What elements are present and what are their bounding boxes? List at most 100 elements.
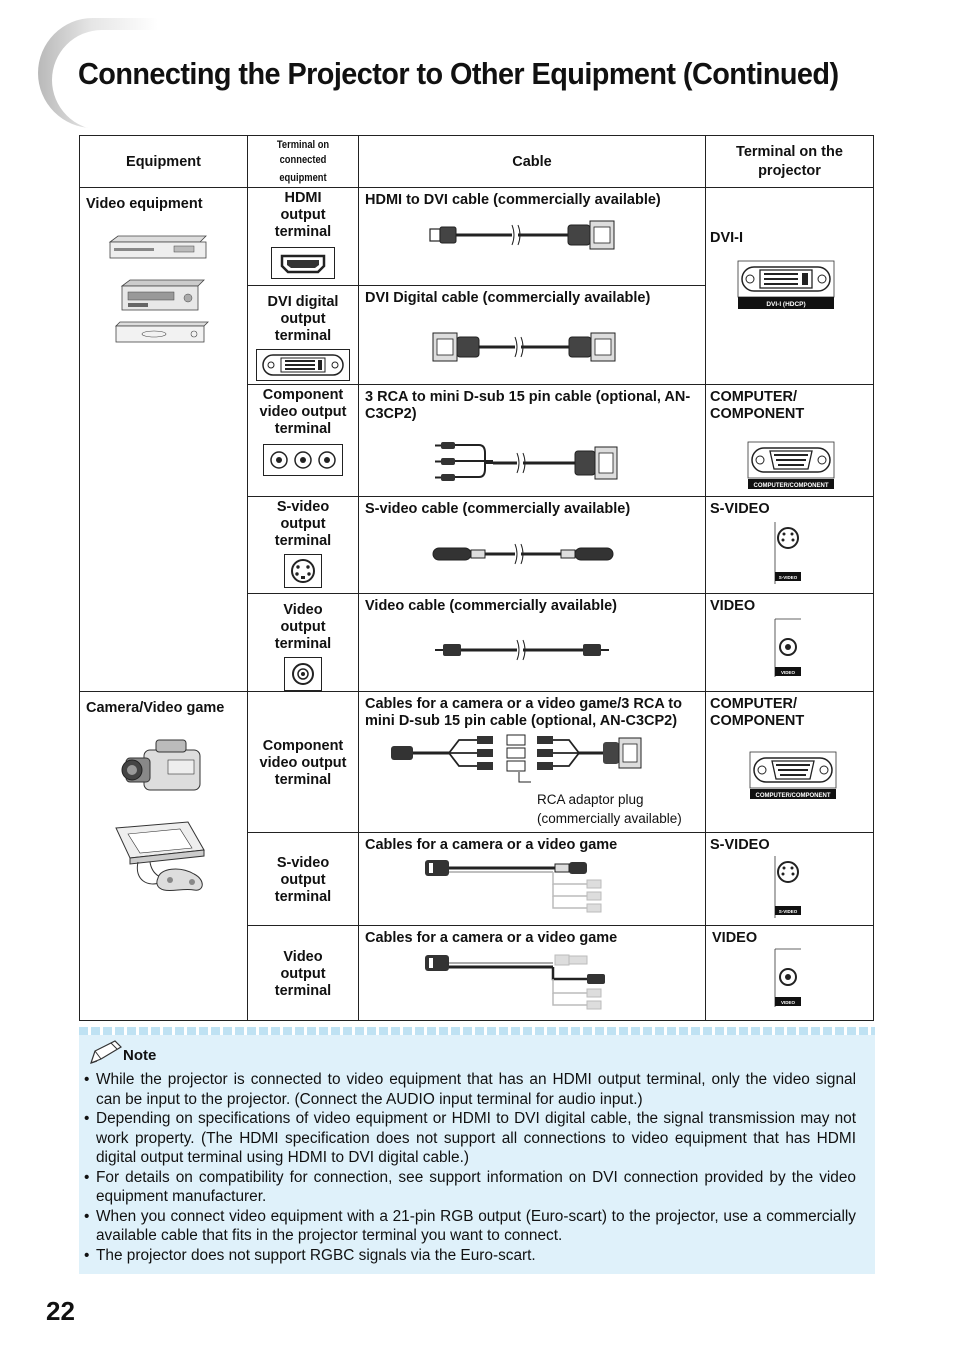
svg-text:S-VIDEO: S-VIDEO bbox=[779, 575, 798, 580]
projector-terminal-label: VIDEO bbox=[712, 930, 758, 946]
hdmi-to-dvi-cable-icon bbox=[429, 220, 615, 250]
projector-camera-video-cell: VIDEO VIDEO bbox=[705, 925, 874, 1021]
note-border-pattern bbox=[79, 1027, 875, 1035]
svg-text:S-VIDEO: S-VIDEO bbox=[779, 909, 798, 914]
camera-svideo-cable-icon bbox=[425, 860, 602, 913]
header-cable: Cable bbox=[358, 135, 706, 188]
cable-camera-video-cell: Cables for a camera or a video game bbox=[358, 925, 706, 1021]
video-cable-icon bbox=[435, 639, 609, 661]
projector-terminal-label: COMPUTER/ COMPONENT bbox=[710, 696, 805, 729]
projector-terminal-label: S-VIDEO bbox=[710, 501, 770, 517]
terminal-label: Component video output terminal bbox=[259, 387, 347, 437]
camera-video-cable-icon bbox=[425, 954, 605, 1010]
terminal-video-cell: Video output terminal bbox=[247, 593, 359, 692]
note-box: Note While the projector is connected to… bbox=[79, 1027, 875, 1274]
projector-terminal-label: DVI-I bbox=[710, 230, 744, 246]
table-row: Camera/Video game Component video output… bbox=[79, 691, 874, 1021]
svideo-panel-icon: S-VIDEO bbox=[774, 522, 801, 584]
terminal-label: S-video output terminal bbox=[274, 854, 332, 905]
cable-label: Cables for a camera or a video game/3 RC… bbox=[365, 696, 682, 729]
note-item: Depending on specifications of video equ… bbox=[84, 1109, 856, 1168]
cable-camera-svideo-cell: Cables for a camera or a video game bbox=[358, 832, 706, 926]
note-item: The projector does not support RGBC sign… bbox=[84, 1246, 856, 1266]
camera-rca-dsub-cable-icon bbox=[391, 734, 642, 783]
svg-text:COMPUTER/COMPONENT: COMPUTER/COMPONENT bbox=[756, 793, 831, 799]
projector-video-cell: VIDEO VIDEO bbox=[705, 593, 874, 692]
computer-component-port-icon: COMPUTER/COMPONENT bbox=[749, 751, 837, 799]
page-title: Connecting the Projector to Other Equipm… bbox=[78, 56, 839, 91]
svideo-cable-icon bbox=[432, 543, 614, 565]
note-item: While the projector is connected to vide… bbox=[84, 1070, 856, 1109]
cable-label: HDMI to DVI cable (commercially availabl… bbox=[365, 192, 661, 208]
note-item: For details on compatibility for connect… bbox=[84, 1168, 856, 1207]
terminal-label: DVI digital output terminal bbox=[267, 294, 339, 344]
video-panel-icon: VIDEO bbox=[774, 948, 801, 1007]
table-row: Component video output terminal 3 RCA to… bbox=[80, 384, 874, 497]
equipment-camera-label: Camera/Video game bbox=[86, 700, 225, 716]
terminal-svideo-cell: S-video output terminal bbox=[247, 496, 359, 594]
terminal-label: Video output terminal bbox=[274, 948, 332, 999]
rca-adaptor-note: RCA adaptor plug (commercially available… bbox=[537, 792, 682, 826]
rca-to-dsub-cable-icon bbox=[435, 442, 618, 481]
projector-dvi-cell: DVI-I DVI-I (HDCP) bbox=[705, 187, 874, 385]
cable-label: Cables for a camera or a video game bbox=[365, 930, 618, 946]
projector-svideo-cell: S-VIDEO S-VIDEO bbox=[705, 496, 874, 594]
terminal-camera-svideo-cell: S-video output terminal bbox=[247, 832, 359, 926]
terminal-label: Component video output terminal bbox=[259, 737, 347, 788]
dvi-i-port-icon: DVI-I (HDCP) bbox=[737, 260, 835, 309]
svg-text:VIDEO: VIDEO bbox=[781, 670, 796, 675]
cable-label: S-video cable (commercially available) bbox=[365, 501, 631, 517]
hdmi-port-icon bbox=[271, 247, 335, 279]
projector-computer-cell: COMPUTER/ COMPONENT COMPUTER/COMPONENT bbox=[705, 384, 874, 497]
terminal-component-cell: Component video output terminal bbox=[247, 384, 359, 497]
projector-camera-computer-cell: COMPUTER/ COMPONENT COMPUTER/COMPONENT bbox=[705, 691, 874, 833]
cable-camera-component-cell: Cables for a camera or a video game/3 RC… bbox=[358, 691, 706, 833]
terminal-dvi-cell: DVI digital output terminal bbox=[247, 285, 359, 385]
note-heading: Note bbox=[89, 1039, 156, 1069]
projector-terminal-label: S-VIDEO bbox=[710, 837, 770, 853]
svideo-port-icon bbox=[284, 554, 322, 588]
svg-text:DVI-I (HDCP): DVI-I (HDCP) bbox=[766, 301, 805, 308]
cable-hdmi-cell: HDMI to DVI cable (commercially availabl… bbox=[358, 187, 706, 286]
equipment-camera-cell: Camera/Video game bbox=[79, 691, 248, 1021]
terminal-label: Video output terminal bbox=[274, 602, 332, 652]
terminal-label: HDMI output terminal bbox=[274, 190, 332, 240]
computer-component-port-icon: COMPUTER/COMPONENT bbox=[747, 441, 835, 489]
projector-camera-svideo-cell: S-VIDEO S-VIDEO bbox=[705, 832, 874, 926]
component-port-icon bbox=[263, 444, 343, 476]
cable-label: DVI Digital cable (commercially availabl… bbox=[365, 290, 651, 306]
table-header-row: Equipment Terminal on connected equipmen… bbox=[79, 135, 874, 188]
terminal-camera-video-cell: Video output terminal bbox=[247, 925, 359, 1021]
equipment-video-label: Video equipment bbox=[86, 196, 203, 212]
svideo-panel-icon: S-VIDEO bbox=[774, 856, 801, 918]
cable-label: Video cable (commercially available) bbox=[365, 598, 617, 614]
video-equipment-illustration bbox=[108, 235, 209, 343]
projector-terminal-label: COMPUTER/ COMPONENT bbox=[710, 389, 805, 422]
pencil-note-icon bbox=[90, 1040, 122, 1065]
terminal-hdmi-cell: HDMI output terminal bbox=[247, 187, 359, 286]
terminal-camera-component-cell: Component video output terminal bbox=[247, 691, 359, 833]
header-terminal-projector: Terminal on the projector bbox=[705, 135, 874, 188]
svg-text:VIDEO: VIDEO bbox=[781, 1000, 796, 1005]
header-equipment: Equipment bbox=[79, 135, 248, 188]
page-number: 22 bbox=[46, 1296, 75, 1326]
table-row: Video output terminal Cables for a camer… bbox=[80, 925, 874, 1021]
terminal-label: S-video output terminal bbox=[274, 499, 332, 549]
cable-component-cell: 3 RCA to mini D-sub 15 pin cable (option… bbox=[358, 384, 706, 497]
cable-svideo-cell: S-video cable (commercially available) bbox=[358, 496, 706, 594]
table-row: S-video output terminal Cables for a cam… bbox=[80, 832, 874, 926]
svg-text:COMPUTER/COMPONENT: COMPUTER/COMPONENT bbox=[754, 483, 829, 489]
projector-terminal-label: VIDEO bbox=[710, 598, 756, 614]
header-terminal-connected: Terminal on connected equipment bbox=[247, 135, 359, 188]
cable-dvi-cell: DVI Digital cable (commercially availabl… bbox=[358, 285, 706, 385]
table-row: Video equipment HDMI output terminal bbox=[79, 187, 874, 692]
dvi-digital-port-icon bbox=[256, 349, 350, 381]
connection-table: Equipment Terminal on connected equipmen… bbox=[79, 135, 874, 1021]
camera-game-illustration bbox=[115, 739, 205, 892]
video-panel-icon: VIDEO bbox=[774, 618, 801, 677]
video-port-icon bbox=[284, 657, 322, 691]
cable-video-cell: Video cable (commercially available) bbox=[358, 593, 706, 692]
cable-label: Cables for a camera or a video game bbox=[365, 837, 618, 853]
cable-label: 3 RCA to mini D-sub 15 pin cable (option… bbox=[365, 389, 691, 422]
note-list: While the projector is connected to vide… bbox=[84, 1070, 856, 1265]
